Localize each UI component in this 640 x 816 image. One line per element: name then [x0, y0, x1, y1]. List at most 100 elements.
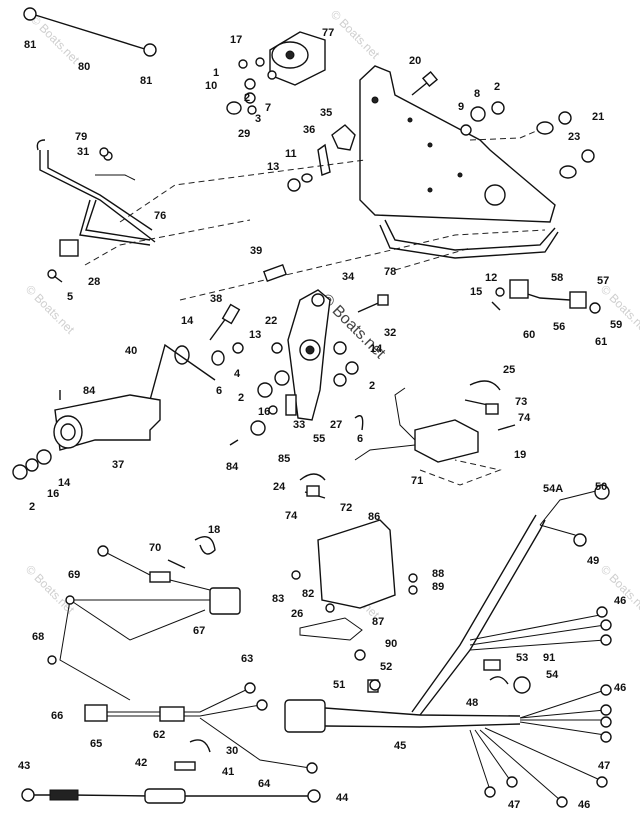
part-32-screw [357, 294, 389, 313]
part-84-pins [59, 390, 239, 446]
label-60: 60 [523, 329, 535, 341]
part-35-36 [317, 124, 356, 176]
label-42: 42 [135, 757, 147, 769]
label-36: 36 [303, 124, 315, 136]
assembly-dash-lines [84, 124, 551, 486]
part-80-rod [23, 7, 157, 57]
part-79-31 [99, 147, 109, 157]
label-23: 23 [568, 131, 580, 143]
label-14: 14 [370, 343, 383, 355]
label-13: 13 [249, 329, 261, 341]
part-55-throttle-cam [287, 289, 331, 421]
label-2: 2 [369, 380, 375, 392]
label-24: 24 [273, 481, 286, 493]
part-37-linkage-arm [53, 394, 161, 451]
part-labels: 81 80 81 17 77 1 10 2 7 3 29 20 8 2 9 21… [18, 27, 626, 811]
label-63: 63 [241, 653, 253, 665]
label-54: 54 [546, 669, 559, 681]
label-1: 1 [213, 67, 219, 79]
part-45-harness [284, 484, 612, 808]
label-27: 27 [330, 419, 342, 431]
label-44: 44 [336, 792, 349, 804]
label-50: 50 [595, 481, 607, 493]
label-70: 70 [149, 542, 161, 554]
part-11-13 [287, 173, 313, 192]
label-68: 68 [32, 631, 44, 643]
label-29: 29 [238, 128, 250, 140]
part-72-24-74 [299, 473, 326, 499]
label-35: 35 [320, 107, 332, 119]
label-26: 26 [291, 608, 303, 620]
part-41-cable [21, 788, 321, 804]
label-65: 65 [90, 738, 102, 750]
label-2: 2 [494, 81, 500, 93]
label-69: 69 [68, 569, 80, 581]
part-71-module [354, 387, 479, 463]
part-21-23 [536, 111, 595, 179]
label-40: 40 [125, 345, 137, 357]
label-16: 16 [258, 406, 270, 418]
part-12-15 [491, 287, 505, 311]
label-89: 89 [432, 581, 444, 593]
label-61: 61 [595, 336, 607, 348]
label-90: 90 [385, 638, 397, 650]
label-6: 6 [216, 385, 222, 397]
part-53-91-51 [369, 676, 509, 691]
label-83: 83 [272, 593, 284, 605]
label-7: 7 [265, 102, 271, 114]
label-20: 20 [409, 55, 421, 67]
label-2: 2 [244, 92, 250, 104]
label-56: 56 [553, 321, 565, 333]
label-46: 46 [578, 799, 590, 811]
label-81: 81 [140, 75, 152, 87]
label-59: 59 [610, 319, 622, 331]
part-56-sensor [509, 279, 601, 314]
label-64: 64 [258, 778, 271, 790]
label-11: 11 [285, 148, 297, 160]
label-73: 73 [515, 396, 527, 408]
label-5: 5 [67, 291, 73, 303]
label-57: 57 [597, 275, 609, 287]
watermark: © Boats.net [328, 7, 383, 62]
part-86-plate [291, 519, 396, 641]
part-76-link-rod [36, 139, 156, 257]
label-14: 14 [181, 315, 194, 327]
label-47: 47 [598, 760, 610, 772]
label-39: 39 [250, 245, 262, 257]
label-17: 17 [230, 34, 242, 46]
part-14-bushings [174, 345, 225, 366]
label-21: 21 [592, 111, 604, 123]
label-72: 72 [340, 502, 352, 514]
part-62-harness [84, 682, 318, 774]
label-51: 51 [333, 679, 345, 691]
part-8-2-9 [460, 101, 505, 136]
label-6: 6 [357, 433, 363, 445]
part-18-70 [167, 536, 216, 569]
label-74: 74 [285, 510, 298, 522]
label-48: 48 [466, 697, 478, 709]
label-13: 13 [267, 161, 279, 173]
label-78: 78 [384, 266, 396, 278]
label-22: 22 [265, 315, 277, 327]
label-47: 47 [508, 799, 520, 811]
part-30-clip [189, 739, 211, 753]
label-49: 49 [587, 555, 599, 567]
label-34: 34 [342, 271, 355, 283]
label-77: 77 [322, 27, 334, 39]
label-19: 19 [514, 449, 526, 461]
label-33: 33 [293, 419, 305, 431]
part-42-fuse [174, 761, 196, 771]
label-30: 30 [226, 745, 238, 757]
label-79: 79 [75, 131, 87, 143]
label-25: 25 [503, 364, 515, 376]
label-85: 85 [278, 453, 290, 465]
part-5-screw [47, 269, 63, 283]
part-88-89-90 [354, 573, 418, 661]
label-71: 71 [411, 475, 423, 487]
label-32: 32 [384, 327, 396, 339]
part-25-73-74 [464, 380, 516, 431]
part-77-solenoid [255, 31, 326, 86]
label-28: 28 [88, 276, 100, 288]
label-9: 9 [458, 101, 464, 113]
